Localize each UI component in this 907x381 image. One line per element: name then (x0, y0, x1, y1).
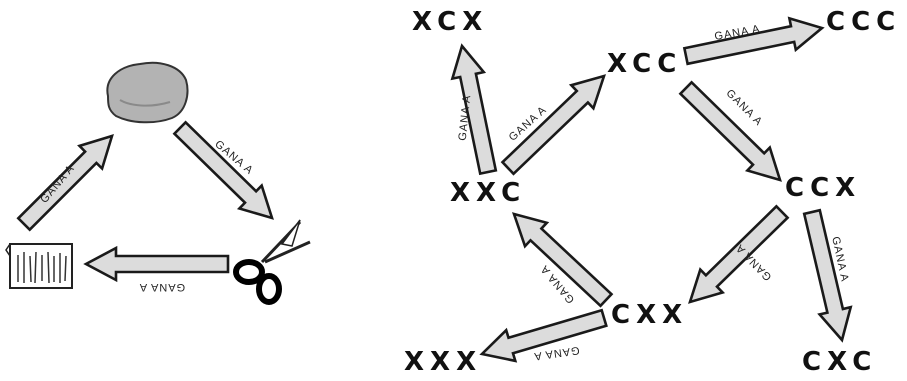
node-ccx: CCX (785, 173, 861, 203)
scissors-icon (233, 219, 311, 305)
arrow-ccx-to-cxx (688, 204, 790, 304)
arrow-cxx-to-xxc (511, 212, 614, 308)
node-xcc: XCC (607, 49, 682, 79)
node-ccc: CCC (826, 7, 901, 37)
arrow-cxx-to-xxx (479, 308, 608, 363)
arrow-xxc-to-xcc (500, 74, 606, 176)
node-xxc: XXC (450, 178, 526, 208)
arrow-scissors-to-paper (83, 245, 230, 283)
edge-label-xxc-xcx: GANA A (457, 94, 474, 141)
node-cxc: CXC (802, 347, 877, 377)
arrow-xcc-to-ccx (678, 80, 782, 182)
arrow-paper-to-rock (16, 134, 114, 232)
arrow-rock-to-scissors (172, 120, 274, 220)
node-cxx: CXX (611, 300, 688, 330)
edge-label-scissors-paper: GANA A (139, 281, 185, 293)
node-xcx: XCX (412, 7, 488, 37)
rock-icon (106, 61, 189, 124)
arrow-ccx-to-cxc (802, 208, 853, 343)
paper-icon (5, 243, 73, 289)
arrows-layer (16, 16, 853, 363)
node-xxx: XXX (404, 347, 482, 377)
arrow-xxc-to-xcx (450, 43, 498, 176)
arrow-xcc-to-ccc (682, 16, 825, 66)
